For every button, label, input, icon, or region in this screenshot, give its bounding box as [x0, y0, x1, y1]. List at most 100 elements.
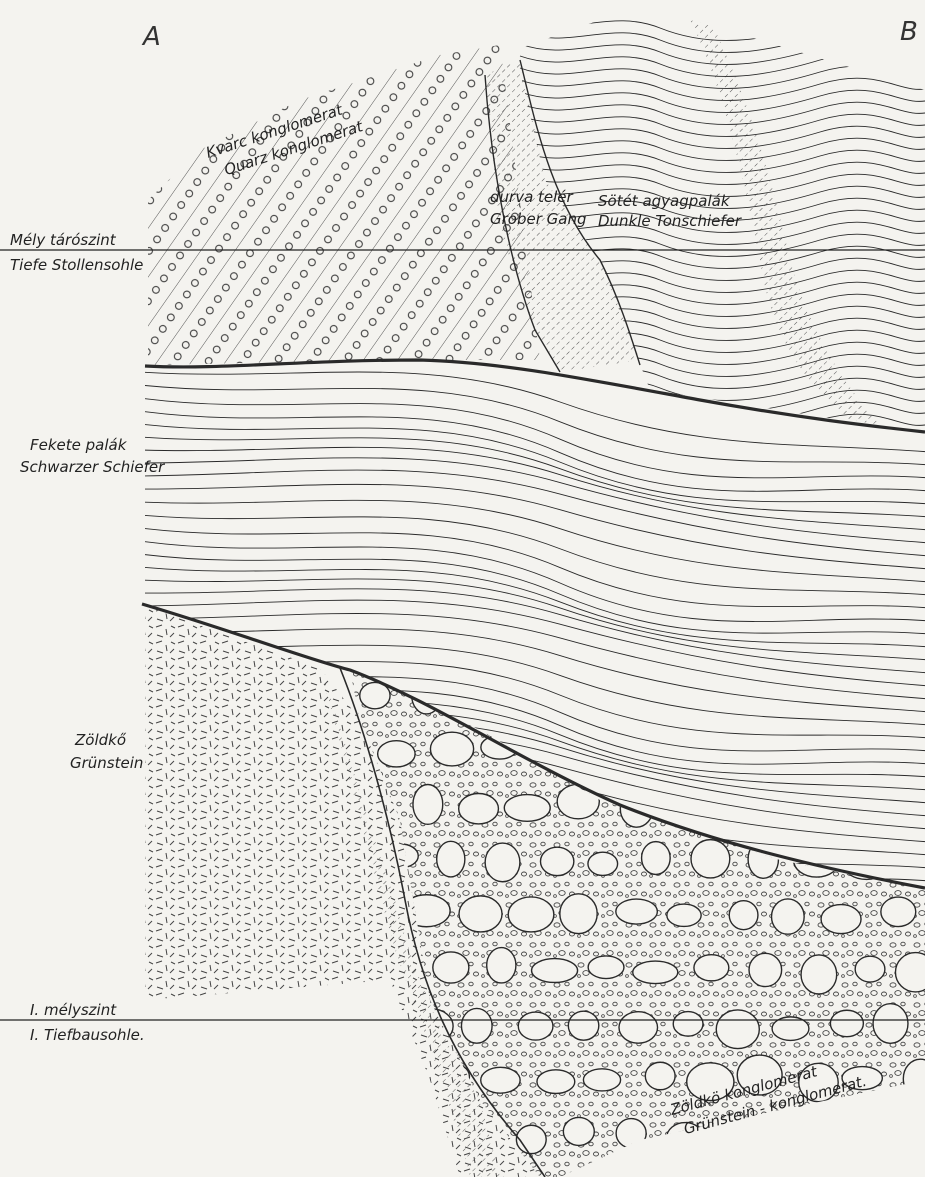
- boulder: [583, 1069, 620, 1091]
- boulder: [481, 1067, 520, 1093]
- boulder: [798, 737, 841, 771]
- slate-layer-line: [140, 398, 925, 478]
- boulder: [504, 795, 550, 822]
- label-greenstone-hu: Zöldkő: [74, 731, 127, 749]
- boulder: [691, 840, 730, 878]
- boulder: [642, 842, 671, 875]
- level-first-deep-hu: I. mélyszint: [30, 1001, 117, 1019]
- boulder: [667, 904, 701, 926]
- boulder: [749, 953, 782, 986]
- slate-layer-line: [140, 554, 925, 634]
- slate-layer-line: [520, 150, 925, 172]
- boulder: [557, 784, 599, 819]
- boulder: [645, 1062, 675, 1089]
- level-deep-adit-hu: Mély tárószint: [10, 231, 117, 249]
- slate-layer-line: [520, 18, 925, 40]
- boulder: [532, 959, 578, 983]
- slate-layer-line: [520, 102, 925, 124]
- slate-layer-line: [140, 515, 925, 595]
- slate-layer-line: [140, 484, 925, 569]
- boulder: [514, 678, 552, 704]
- slate-layer-line: [520, 438, 925, 460]
- slate-layer-line: [140, 385, 925, 465]
- boulder: [433, 952, 469, 983]
- boulder: [616, 899, 658, 924]
- slate-layer-line: [140, 458, 925, 543]
- boulder: [430, 732, 473, 766]
- boulder: [588, 852, 618, 875]
- boulder: [897, 843, 925, 881]
- label-dark-clay-slate-hu: Sötét agyagpalák: [598, 192, 731, 210]
- boulder: [463, 676, 497, 712]
- boulder: [563, 1117, 594, 1145]
- boulder: [830, 1010, 863, 1036]
- boulder: [412, 676, 442, 714]
- boulder: [461, 1008, 492, 1043]
- slate-layer-line: [520, 138, 925, 160]
- boulder: [873, 1122, 909, 1148]
- boulder: [619, 1012, 658, 1043]
- boulder: [717, 682, 758, 709]
- slate-layer-line: [140, 541, 925, 622]
- label-coarse-vein-hu: durva telér: [490, 188, 574, 206]
- boulder: [508, 897, 554, 932]
- boulder: [407, 1119, 437, 1147]
- boulder: [769, 687, 806, 713]
- boulder: [485, 843, 520, 882]
- boulder: [855, 956, 885, 982]
- boulder: [716, 1010, 759, 1049]
- boulder: [413, 784, 443, 824]
- slate-layer-line: [140, 470, 925, 556]
- slate-layer-line: [520, 162, 925, 184]
- boulder: [608, 671, 655, 710]
- boulder: [738, 733, 783, 772]
- label-coarse-vein-de: Grober Gang: [490, 210, 587, 228]
- boulder: [669, 789, 699, 811]
- boulder: [383, 1070, 422, 1093]
- slate-layer-line: [140, 500, 925, 582]
- slate-layer-line: [140, 424, 925, 504]
- boulder: [873, 1004, 908, 1044]
- boulder: [459, 794, 499, 824]
- boulder: [588, 956, 624, 979]
- boulder: [568, 1011, 598, 1040]
- boulder: [540, 847, 573, 875]
- boulder: [748, 840, 778, 878]
- slate-layer-line: [140, 528, 925, 608]
- boulder: [356, 1011, 390, 1036]
- boulder: [769, 1119, 813, 1146]
- boulder: [518, 1012, 553, 1040]
- boulder: [826, 1116, 863, 1154]
- label-dark-clay-slate-de: Dunkle Tonschiefer: [598, 212, 742, 230]
- boulder: [537, 1070, 575, 1094]
- level-deep-adit-de: Tiefe Stollensohle: [10, 256, 143, 274]
- boulder: [729, 901, 758, 930]
- boulder: [516, 1125, 546, 1153]
- boulder: [378, 741, 415, 767]
- boulder: [822, 790, 855, 817]
- boulder: [633, 961, 678, 984]
- boulder: [459, 896, 502, 932]
- label-greenstone-de: Grünstein: [70, 754, 143, 772]
- boulder: [565, 676, 604, 707]
- corner-label-b: B: [900, 17, 918, 47]
- boulder: [821, 905, 861, 934]
- slate-layer-line: [520, 126, 925, 148]
- label-black-slate-de: Schwarzer Schiefer: [20, 458, 165, 476]
- boulder: [481, 735, 518, 759]
- slate-layer-line: [520, 114, 925, 136]
- boulder: [774, 785, 808, 816]
- boulder: [560, 894, 597, 934]
- boulder: [772, 899, 805, 934]
- boulder: [487, 948, 516, 983]
- boulder: [673, 1012, 703, 1037]
- level-first-deep-de: I. Tiefbausohle.: [30, 1026, 145, 1044]
- boulder: [801, 955, 837, 994]
- boulder: [879, 674, 909, 713]
- boulder: [687, 735, 730, 759]
- label-black-slate-hu: Fekete palák: [30, 436, 128, 454]
- boulder: [660, 682, 707, 707]
- boulder: [437, 841, 465, 877]
- corner-label-a: A: [141, 22, 161, 52]
